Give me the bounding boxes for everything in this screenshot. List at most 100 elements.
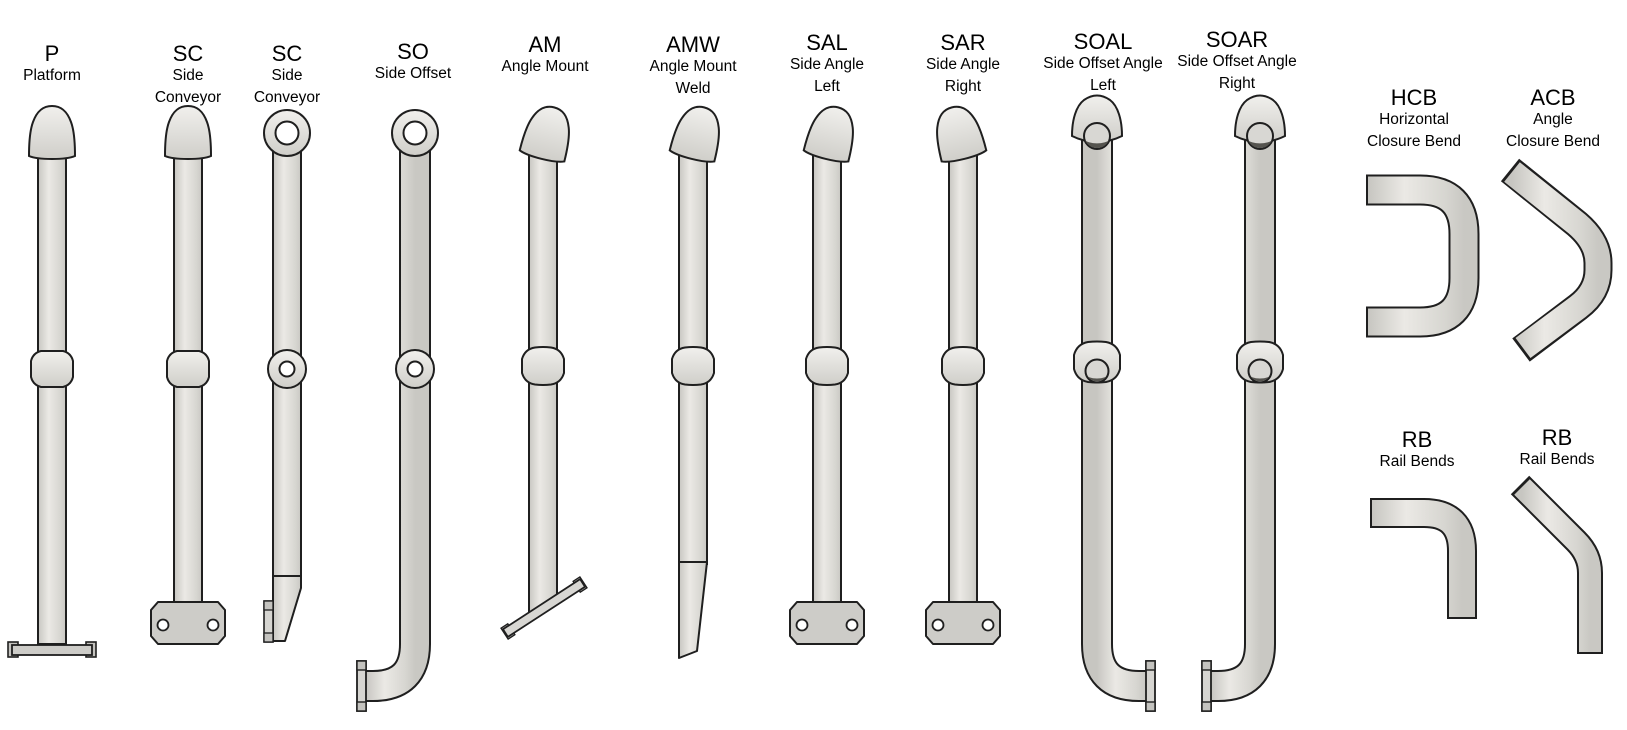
post-platform [7,105,97,658]
tube [37,149,67,645]
tapered-end [272,575,302,642]
part-code: RB [1401,427,1433,452]
tube [366,148,429,700]
ball-fitting [941,346,985,386]
part-code: HCB [1390,85,1438,110]
offset-mid-fitting [1236,340,1284,384]
label-side-conveyor-1: SC Side Conveyor [155,42,221,108]
post-side-offset-angle-right [1201,94,1286,712]
label-rail-bends-90: RB Rail Bends [1380,428,1455,473]
ring-top-fitting [391,109,439,157]
part-code: P [44,41,60,66]
tube [1368,176,1478,336]
tube [1372,500,1475,617]
offset-mid-fitting [1073,340,1121,384]
post-side-angle-left [789,100,865,645]
ball-fitting [521,346,565,386]
part-code: SAL [806,30,848,55]
part-code: SOAL [1073,29,1133,54]
part-name: Side Angle [925,56,1001,73]
flange [356,660,367,712]
part-code: SO [397,39,429,64]
label-platform: P Platform [23,42,81,87]
dome-cap [164,105,212,160]
part-name: Side [271,67,303,84]
part-name: Closure Bend [1367,132,1461,150]
post-side-conveyor-front [150,105,226,645]
offset-top-fitting [1071,94,1123,150]
part-name: Right [944,77,982,95]
angled-mount-bar [500,575,588,641]
flange [1201,660,1212,712]
plate-edge [263,600,274,643]
label-horizontal-closure-bend: HCB Horizontal Closure Bend [1367,86,1461,152]
part-name: Rail Bends [1379,453,1455,470]
post-side-offset [356,109,439,712]
ball-fitting [671,346,715,386]
flange [1145,660,1156,712]
label-side-conveyor-2: SC Side Conveyor [254,42,320,108]
tube [1083,140,1146,700]
part-name: Right [1218,74,1256,92]
part-name: Side Offset Angle [1177,53,1297,70]
part-code: SAR [940,30,986,55]
label-side-angle-right: SAR Side Angle Right [926,31,1000,97]
part-code: RB [1541,425,1573,450]
part-name: Horizontal [1379,111,1449,128]
part-name: Closure Bend [1506,132,1600,150]
conveyor-plate [789,601,865,645]
post-angle-mount-weld [667,100,728,659]
part-name: Side Angle [789,56,865,73]
part-name: Left [1090,76,1116,94]
dome-cap [28,105,76,160]
part-name: Side Offset [374,65,452,82]
post-side-conveyor-side [263,109,311,643]
label-side-angle-left: SAL Side Angle Left [790,31,864,97]
part-code: ACB [1530,85,1576,110]
label-side-offset-angle-left: SOAL Side Offset Angle Left [1043,30,1163,96]
tilted-dome-cap [667,100,728,166]
tilted-dome-cap [517,100,578,166]
weld-blade-end [678,561,708,659]
rail-bend-45 [1510,475,1603,654]
part-name: Side Offset Angle [1043,55,1163,72]
offset-top-fitting [1234,94,1286,150]
ring-mid-fitting [395,349,435,389]
part-code: SC [172,41,204,66]
part-code: SOAR [1205,27,1269,52]
floor-plate [7,641,97,658]
label-rail-bends-45: RB Rail Bends [1520,426,1595,471]
ball-fitting [805,346,849,386]
tube [1514,479,1601,652]
part-name: Angle [1533,111,1573,128]
post-side-offset-angle-left [1071,94,1156,712]
collar-fitting [30,350,74,388]
conveyor-plate [150,601,226,645]
part-code: SC [271,41,303,66]
part-name: Conveyor [253,88,321,106]
rail-bend-90 [1370,498,1477,619]
post-angle-mount [500,100,588,641]
bend-angle-closure [1500,158,1613,362]
bend-horizontal-closure [1366,174,1480,338]
part-code: AM [528,32,562,57]
tilted-dome-cap [801,100,862,166]
part-name: Side [172,67,204,84]
ring-mid-fitting [267,349,307,389]
label-angle-closure-bend: ACB Angle Closure Bend [1506,86,1600,152]
post-side-angle-right [925,100,1001,645]
label-angle-mount-weld: AMW Angle Mount Weld [649,33,736,99]
part-name: Platform [23,67,81,84]
ring-top-fitting [263,109,311,157]
part-name: Angle Mount [649,58,737,75]
collar-fitting [166,350,210,388]
conveyor-plate [925,601,1001,645]
label-side-offset-angle-right: SOAR Side Offset Angle Right [1177,28,1297,94]
part-name: Left [814,77,840,95]
part-name: Rail Bends [1519,451,1595,468]
part-name: Conveyor [154,88,222,106]
part-name: Weld [675,79,711,97]
tube [1504,162,1611,359]
